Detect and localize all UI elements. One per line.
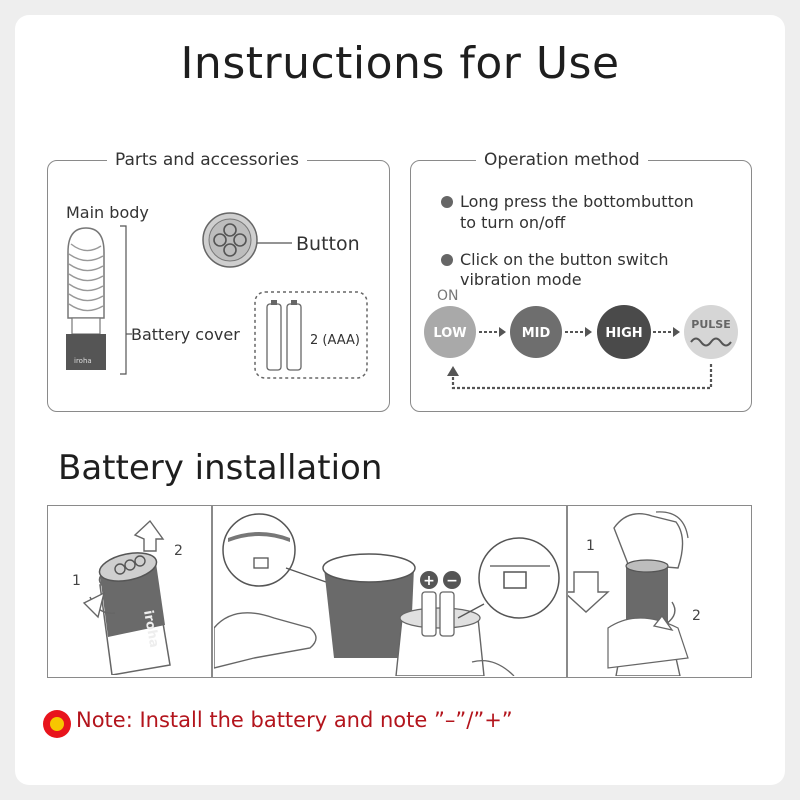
parts-legend: Parts and accessories [107,150,307,170]
mode-low-circle [424,306,476,358]
operation-step1-line2: to turn on/off [460,213,566,232]
arrow-icon [479,327,506,337]
button-label: Button [296,233,360,255]
minus-sign: − [446,573,458,589]
button-icon [202,212,292,268]
step-number: 2 [692,608,701,624]
frame-divider [211,505,213,678]
on-label: ON [437,288,459,304]
loop-arrow-icon [447,364,713,390]
page-title: Instructions for Use [180,38,620,89]
battery-note: Note: Install the battery and note ”–”/”… [76,708,513,732]
step-number: 2 [174,543,183,559]
bullet-dot [441,196,453,208]
operation-step2-line1: Click on the button switch [460,250,669,269]
bullet-dot [441,254,453,266]
mode-low-label: LOW [433,326,466,341]
device-logo: iroha [140,609,161,649]
battery-steps-frame [47,505,752,678]
mode-cycle-diagram: LOW MID HIGH PULSE [424,305,738,390]
mode-mid-label: MID [522,326,551,341]
battery-installation-heading: Battery installation [58,448,383,488]
arrow-icon [565,327,592,337]
frame-divider [566,505,568,678]
replace-cover-illustration: 1 2 [568,511,701,676]
mode-pulse-circle [684,305,738,359]
main-body-label: Main body [66,203,149,222]
mode-high-circle [597,305,651,359]
operation-step1-line1: Long press the bottombutton [460,192,694,211]
remove-cover-illustration: iroha 1 2 [72,519,183,675]
aaa-batteries-illustration [254,291,368,379]
main-body-illustration: iroha [66,225,132,375]
pulse-wave-icon [690,337,732,347]
note-dot-icon [43,710,71,738]
device-logo: iroha [74,357,92,365]
plus-sign: + [423,573,435,589]
mode-pulse-label: PULSE [691,318,730,331]
arrow-icon [653,327,680,337]
operation-legend: Operation method [476,150,648,170]
operation-step2-line2: vibration mode [460,270,582,289]
batteries-count-label: 2 (AAA) [310,333,360,348]
step-number: 1 [72,573,81,589]
mode-high-label: HIGH [605,326,642,341]
mode-mid-circle [510,306,562,358]
step-number: 1 [586,538,595,554]
insert-batteries-illustration: + − [214,513,560,676]
battery-cover-label: Battery cover [131,325,240,344]
note-dot-inner [50,717,64,731]
